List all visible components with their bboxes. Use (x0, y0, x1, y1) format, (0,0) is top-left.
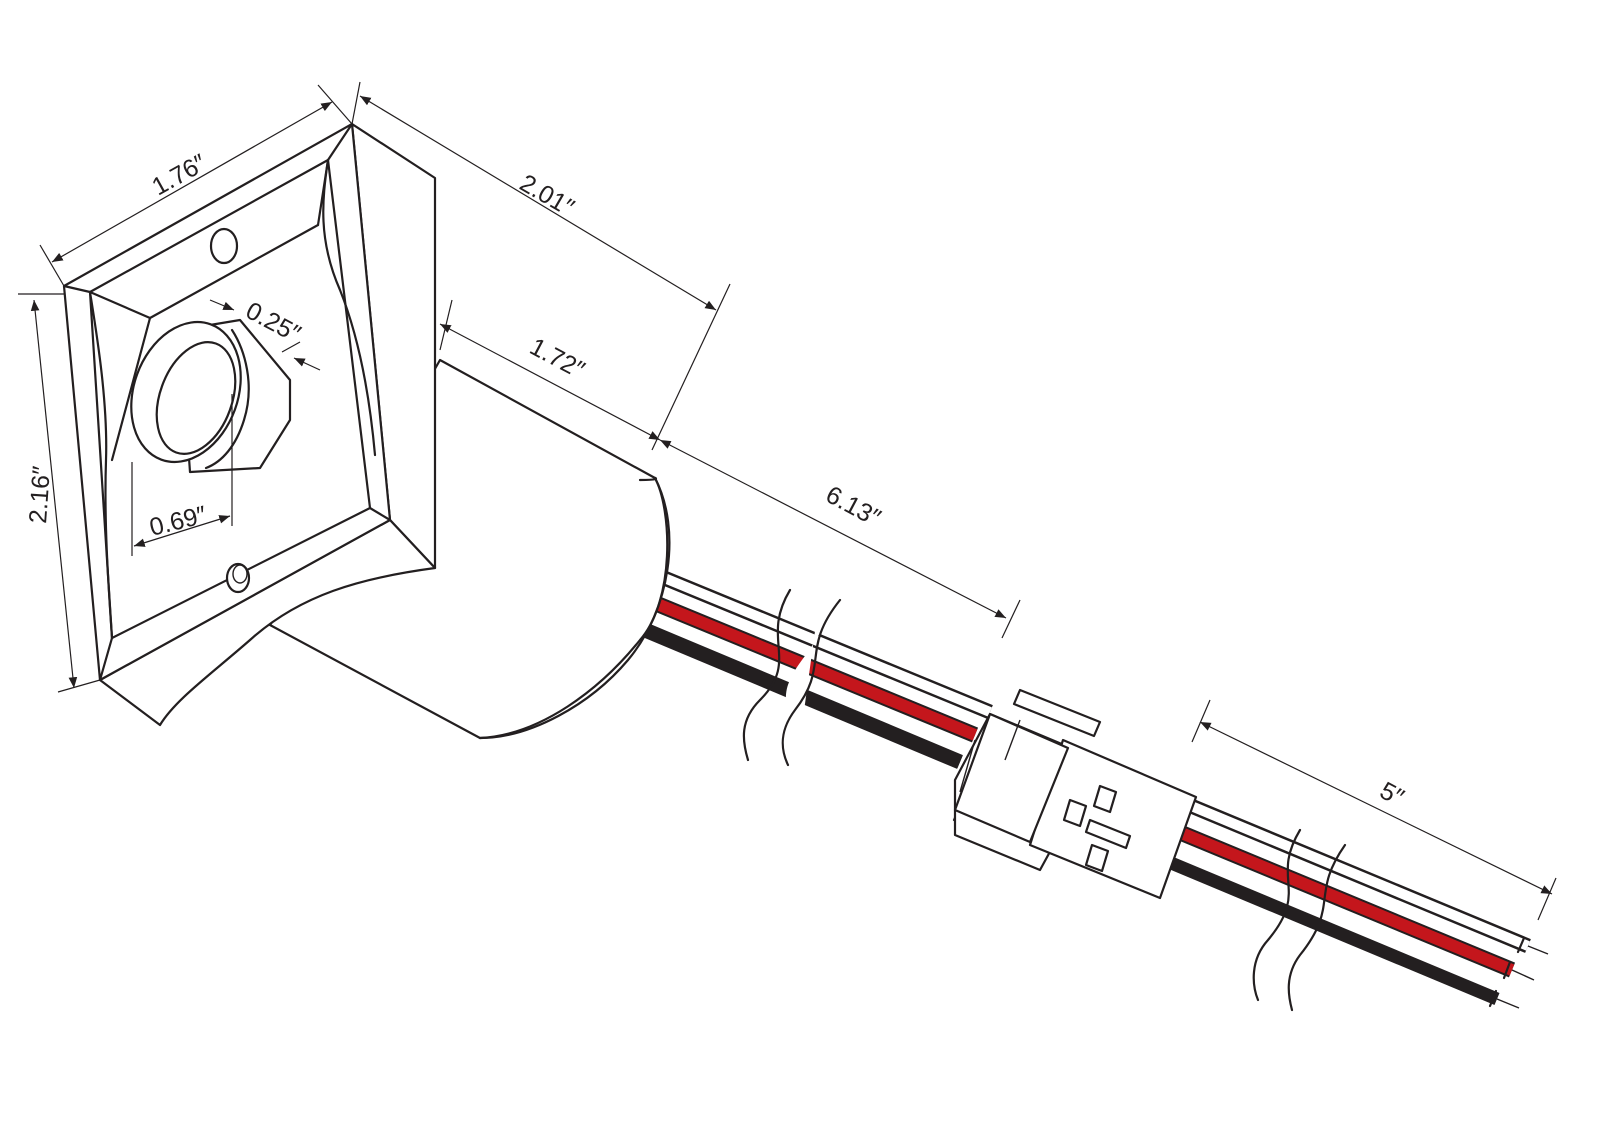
dimension-side-height: 2.16″ (18, 293, 101, 693)
dim-label-lead-after-connector: 5″ (1375, 777, 1408, 812)
dim-label-depth-overall: 2.01″ (515, 169, 579, 222)
dim-label-body-length: 1.72″ (525, 333, 589, 385)
dim-label-lead-to-connector: 6.13″ (821, 481, 885, 533)
sensor-lens (130, 318, 292, 474)
mounting-hole-top (209, 227, 239, 265)
dim-label-top-width: 1.76″ (147, 149, 211, 201)
dim-label-side-height: 2.16″ (24, 465, 56, 524)
wire-bundle-lower (1137, 786, 1549, 1009)
wire-connector (952, 688, 1198, 900)
mounting-hole-bottom (225, 562, 251, 594)
dimension-lead-to-connector: 6.13″ (659, 439, 1021, 639)
